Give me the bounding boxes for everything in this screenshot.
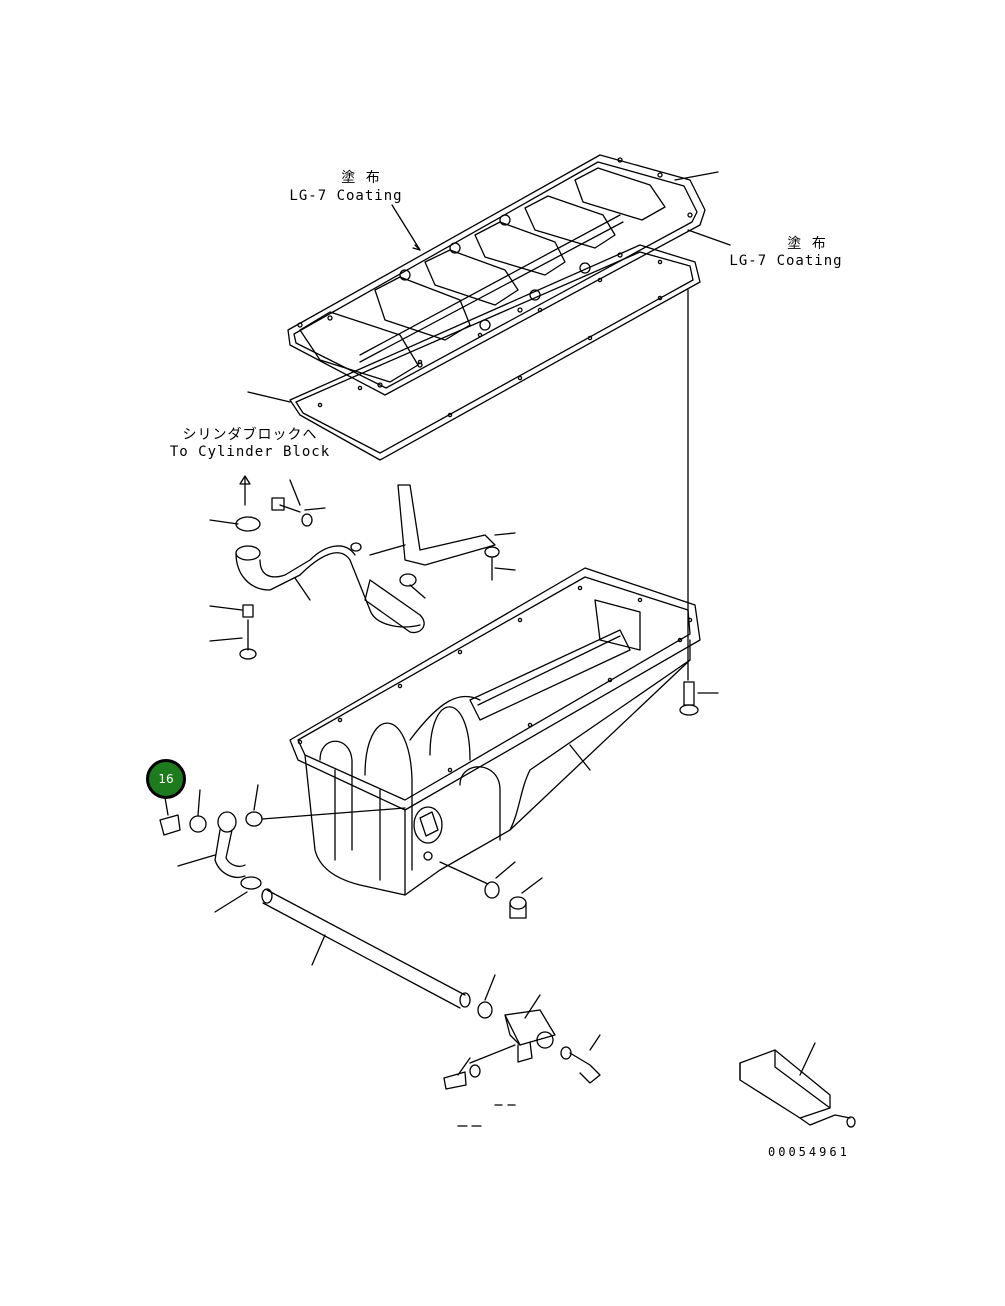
leader-gasket [247, 391, 291, 403]
suction-leaders [209, 479, 516, 642]
callout-16[interactable]: 16 [146, 759, 186, 799]
leader-pan [569, 744, 591, 771]
to-block-jp: シリンダブロックへ [182, 427, 318, 443]
suction-pipe [235, 475, 500, 660]
left-fittings [159, 807, 406, 890]
leader-tool [799, 1042, 816, 1076]
leader-plug [521, 877, 543, 894]
leader-tube-clip [484, 974, 496, 1001]
tool [739, 1049, 856, 1128]
leader-arrow [412, 244, 421, 251]
valve-assembly [443, 1009, 601, 1090]
leader-coating-top [391, 204, 421, 251]
valve-leaders [457, 994, 601, 1127]
coating-note-right-en: LG-7 Coating [729, 253, 843, 269]
to-block-en: To Cylinder Block [169, 444, 331, 460]
coating-note-right-jp: 塗 布 [787, 236, 827, 252]
catalog-number: 00054961 [768, 1145, 850, 1159]
gasket-plate [287, 154, 706, 396]
pan-gasket [289, 244, 701, 461]
oil-pan [289, 567, 701, 896]
coating-note-top-jp: 塗 布 [341, 170, 381, 186]
long-tube [261, 888, 493, 1019]
pan-bolt [679, 681, 699, 716]
leader-washer [495, 861, 516, 879]
leader-plate [674, 171, 719, 181]
coating-note-top-en: LG-7 Coating [289, 188, 403, 204]
leader-coating-right [687, 229, 731, 246]
drain-plug [439, 861, 527, 919]
left-leaders [161, 779, 259, 913]
